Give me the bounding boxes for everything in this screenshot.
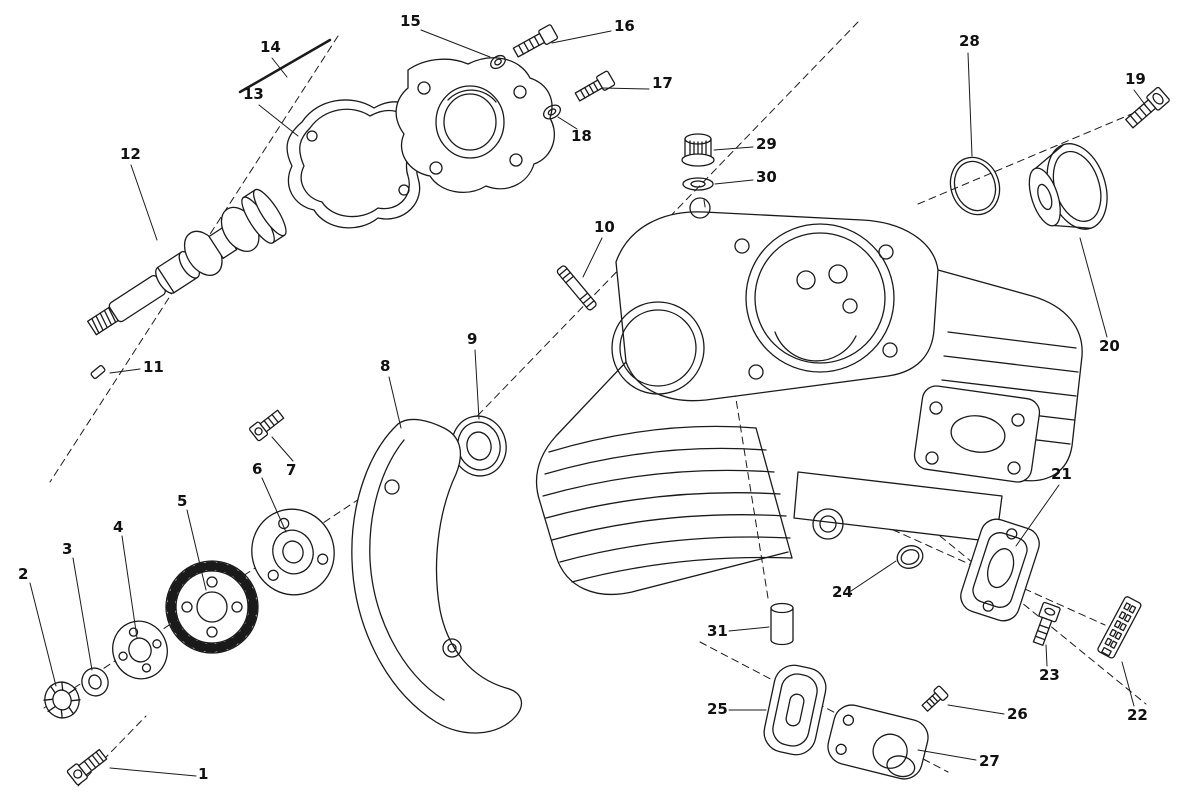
- callout-31: 31: [707, 622, 728, 640]
- part-17-screw: [574, 70, 616, 102]
- callout-9: 9: [467, 330, 478, 348]
- callout-2: 2: [18, 565, 29, 583]
- part-7-screw: [249, 409, 285, 442]
- part-26-screw: [921, 685, 949, 712]
- callout-30: 30: [756, 168, 777, 186]
- callout-18: 18: [571, 127, 592, 145]
- callout-22: 22: [1127, 706, 1148, 724]
- part-16-screw: [512, 24, 559, 58]
- part-23-screw: [1032, 601, 1061, 646]
- callout-27: 27: [979, 752, 1000, 770]
- callout-7: 7: [286, 461, 297, 479]
- callout-29: 29: [756, 135, 777, 153]
- callout-15: 15: [400, 12, 421, 30]
- callout-23: 23: [1039, 666, 1060, 684]
- part-12-camshaft: [86, 188, 287, 336]
- callout-16: 16: [614, 17, 635, 35]
- part-29-cap-nut: [681, 133, 715, 167]
- part-5-timing-gear: [165, 560, 259, 654]
- callout-13: 13: [243, 85, 264, 103]
- callout-28: 28: [959, 32, 980, 50]
- part-8-belt-cover: [351, 418, 523, 734]
- callout-21: 21: [1051, 465, 1072, 483]
- part-27-cover: [827, 704, 929, 780]
- camshaft-cover: [395, 57, 555, 193]
- callout-5: 5: [177, 492, 188, 510]
- part-25-gasket: [763, 664, 827, 756]
- callout-25: 25: [707, 700, 728, 718]
- callout-17: 17: [652, 74, 673, 92]
- part-1-screw: [66, 748, 108, 786]
- callout-10: 10: [594, 218, 615, 236]
- callout-20: 20: [1099, 337, 1120, 355]
- callout-19: 19: [1125, 70, 1146, 88]
- part-30-washer: [682, 177, 714, 191]
- callout-1: 1: [198, 765, 209, 783]
- part-6-pulley-flange: [251, 508, 335, 596]
- callout-3: 3: [62, 540, 73, 558]
- callout-6: 6: [252, 460, 263, 478]
- cylinder-head: [535, 197, 1083, 596]
- part-21-cover-plate: [960, 518, 1040, 622]
- part-14-shim: [238, 38, 332, 94]
- part-20-valve-cap: [1028, 143, 1108, 230]
- part-31-dowel: [770, 602, 794, 646]
- leader-lines: [29, 29, 1147, 777]
- part-22-sensor-strip: [1097, 596, 1142, 659]
- part-2-nut: [43, 681, 81, 719]
- part-3-washer: [81, 667, 109, 697]
- callout-12: 12: [120, 145, 141, 163]
- part-24-o-ring: [896, 545, 924, 569]
- part-4-plate: [112, 620, 168, 680]
- callout-8: 8: [380, 357, 391, 375]
- part-18-washer: [542, 104, 562, 120]
- callout-14: 14: [260, 38, 281, 56]
- part-13-gasket: [286, 99, 424, 229]
- part-15-washer: [490, 54, 506, 70]
- callout-26: 26: [1007, 705, 1028, 723]
- part-19-screw: [1125, 86, 1170, 129]
- callout-24: 24: [832, 583, 853, 601]
- part-28-o-ring: [949, 156, 1001, 216]
- part-10-stud: [556, 265, 597, 311]
- part-11-key: [90, 364, 106, 380]
- callout-11: 11: [143, 358, 164, 376]
- callout-4: 4: [113, 518, 124, 536]
